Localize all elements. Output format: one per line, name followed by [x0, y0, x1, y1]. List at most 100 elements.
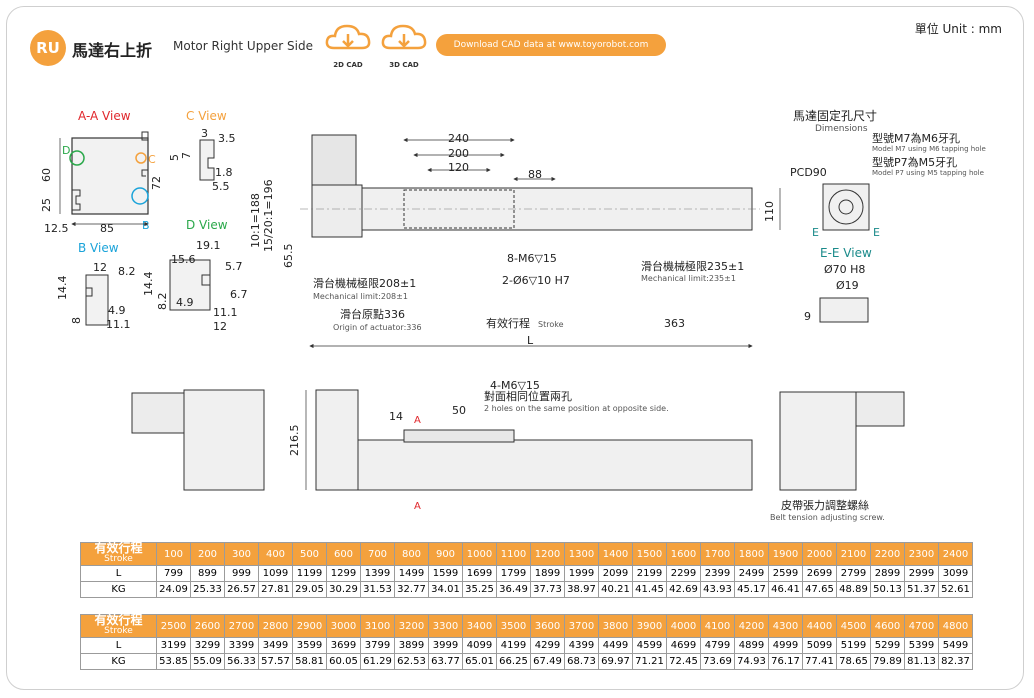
- svg-text:E: E: [812, 226, 819, 239]
- svg-text:2-Ø6▽10 H7: 2-Ø6▽10 H7: [502, 274, 570, 287]
- svg-text:滑台原點336: 滑台原點336: [340, 307, 405, 321]
- svg-text:Ø70 H8: Ø70 H8: [824, 263, 865, 276]
- page-title: 馬達右上折: [72, 41, 153, 60]
- svg-text:5.5: 5.5: [212, 180, 230, 193]
- svg-text:Dimensions: Dimensions: [815, 124, 868, 134]
- b-marker: [131, 187, 149, 205]
- svg-text:Mechanical limit:208±1: Mechanical limit:208±1: [313, 292, 408, 301]
- svg-text:滑台機械極限208±1: 滑台機械極限208±1: [313, 276, 416, 290]
- svg-text:2 holes on the same position a: 2 holes on the same position at opposite…: [484, 404, 669, 413]
- svg-text:PCD90: PCD90: [790, 166, 827, 179]
- svg-text:9: 9: [804, 310, 811, 323]
- svg-text:65.5: 65.5: [282, 244, 295, 269]
- svg-text:Model M7 using M6 tapping hole: Model M7 using M6 tapping hole: [872, 145, 986, 153]
- svg-text:Model P7 using M5 tapping hole: Model P7 using M5 tapping hole: [872, 169, 984, 177]
- svg-text:型號M7為M6牙孔: 型號M7為M6牙孔: [872, 131, 960, 145]
- svg-text:12.5: 12.5: [44, 222, 69, 235]
- aa-body: [71, 137, 149, 215]
- series-badge: RU: [30, 30, 66, 66]
- technical-drawing: A-A View D C B 60 25 85 12.5 C View 3 3.…: [40, 108, 986, 522]
- svg-text:3.5: 3.5: [218, 132, 236, 145]
- svg-text:馬達固定孔尺寸: 馬達固定孔尺寸: [793, 108, 877, 123]
- download-link[interactable]: Download CAD data at www.toyorobot.com: [436, 34, 666, 56]
- svg-text:88: 88: [528, 168, 542, 181]
- svg-text:C: C: [148, 153, 156, 166]
- svg-text:6.7: 6.7: [230, 288, 248, 301]
- cloud-download-icon: [381, 24, 427, 50]
- svg-text:E: E: [873, 226, 880, 239]
- svg-text:25: 25: [40, 198, 53, 212]
- svg-text:5: 5: [168, 154, 181, 161]
- page-frame: [6, 6, 1024, 690]
- svg-text:8.2: 8.2: [156, 293, 169, 311]
- svg-text:120: 120: [448, 161, 469, 174]
- svg-text:Origin of actuator:336: Origin of actuator:336: [333, 323, 422, 332]
- svg-text:240: 240: [448, 132, 469, 145]
- svg-text:皮帶張力調整螺絲: 皮帶張力調整螺絲: [781, 498, 869, 512]
- svg-text:200: 200: [448, 147, 469, 160]
- motor-block: [311, 134, 357, 186]
- svg-text:C View: C View: [186, 109, 227, 123]
- svg-text:D View: D View: [186, 218, 228, 232]
- svg-text:12: 12: [93, 261, 107, 274]
- svg-text:Mechanical limit:235±1: Mechanical limit:235±1: [641, 274, 736, 283]
- svg-text:Stroke: Stroke: [538, 320, 564, 329]
- svg-text:14.4: 14.4: [56, 276, 69, 301]
- svg-text:對面相同位置兩孔: 對面相同位置兩孔: [484, 389, 572, 403]
- svg-text:Belt tension adjusting screw.: Belt tension adjusting screw.: [770, 513, 885, 522]
- svg-text:有效行程: 有效行程: [486, 316, 530, 330]
- svg-text:72: 72: [150, 176, 163, 190]
- svg-text:11.1: 11.1: [213, 306, 238, 319]
- svg-text:15/20:1=196: 15/20:1=196: [262, 179, 275, 252]
- svg-text:14.4: 14.4: [142, 272, 155, 297]
- svg-text:B View: B View: [78, 241, 119, 255]
- svg-text:11.1: 11.1: [106, 318, 131, 331]
- side-views: 216.5 4-M6▽15 對面相同位置兩孔 2 holes on the sa…: [131, 379, 905, 522]
- svg-text:15.6: 15.6: [171, 253, 196, 266]
- d-view: D View 19.1 15.6 5.7 14.4 8.2 4.9 6.7 11…: [142, 218, 248, 333]
- svg-text:4-M6▽15: 4-M6▽15: [490, 379, 540, 392]
- svg-text:110: 110: [763, 201, 776, 222]
- svg-text:D: D: [62, 144, 70, 157]
- c-view: C View 3 3.5 5 7 72 1.8 5.5: [150, 109, 236, 193]
- b-view: B View 12 8.2 14.4 8 4.9 11.1: [56, 241, 136, 331]
- download-text: Download CAD data at www.toyorobot.com: [453, 40, 649, 50]
- main-top-view: 240 200 120 88 110 10:1=188 15/20:1=196 …: [249, 132, 781, 349]
- side-rail: [357, 439, 753, 491]
- aa-view: A-A View D C B 60 25 85 12.5: [40, 109, 156, 235]
- cloud-download-icon: [325, 24, 371, 50]
- svg-text:Ø19: Ø19: [836, 279, 859, 292]
- d-marker: [69, 150, 85, 166]
- svg-text:7: 7: [180, 152, 193, 159]
- unit-label: 單位 Unit : mm: [914, 22, 1002, 36]
- motor-hole-view: 馬達固定孔尺寸 Dimensions 型號M7為M6牙孔 Model M7 us…: [790, 108, 986, 323]
- aa-view-title: A-A View: [78, 109, 131, 123]
- svg-text:85: 85: [100, 222, 114, 235]
- svg-text:型號P7為M5牙孔: 型號P7為M5牙孔: [872, 155, 957, 169]
- svg-text:4.9: 4.9: [108, 304, 126, 317]
- svg-text:滑台機械極限235±1: 滑台機械極限235±1: [641, 259, 744, 273]
- svg-text:E-E View: E-E View: [820, 246, 872, 260]
- svg-text:8: 8: [70, 317, 83, 324]
- svg-text:3: 3: [201, 127, 208, 140]
- page-subtitle: Motor Right Upper Side: [173, 39, 314, 53]
- cad-2d-label: 2D CAD: [333, 61, 363, 69]
- svg-text:B: B: [142, 219, 150, 232]
- svg-text:12: 12: [213, 320, 227, 333]
- c-marker: [135, 152, 147, 164]
- svg-text:60: 60: [40, 168, 53, 182]
- svg-text:14: 14: [389, 410, 403, 423]
- svg-text:363: 363: [664, 317, 685, 330]
- svg-text:A: A: [414, 415, 421, 426]
- svg-text:8-M6▽15: 8-M6▽15: [507, 252, 557, 265]
- cad-3d-button[interactable]: 3D CAD: [380, 22, 428, 69]
- cad-2d-button[interactable]: 2D CAD: [324, 22, 372, 69]
- svg-text:19.1: 19.1: [196, 239, 221, 252]
